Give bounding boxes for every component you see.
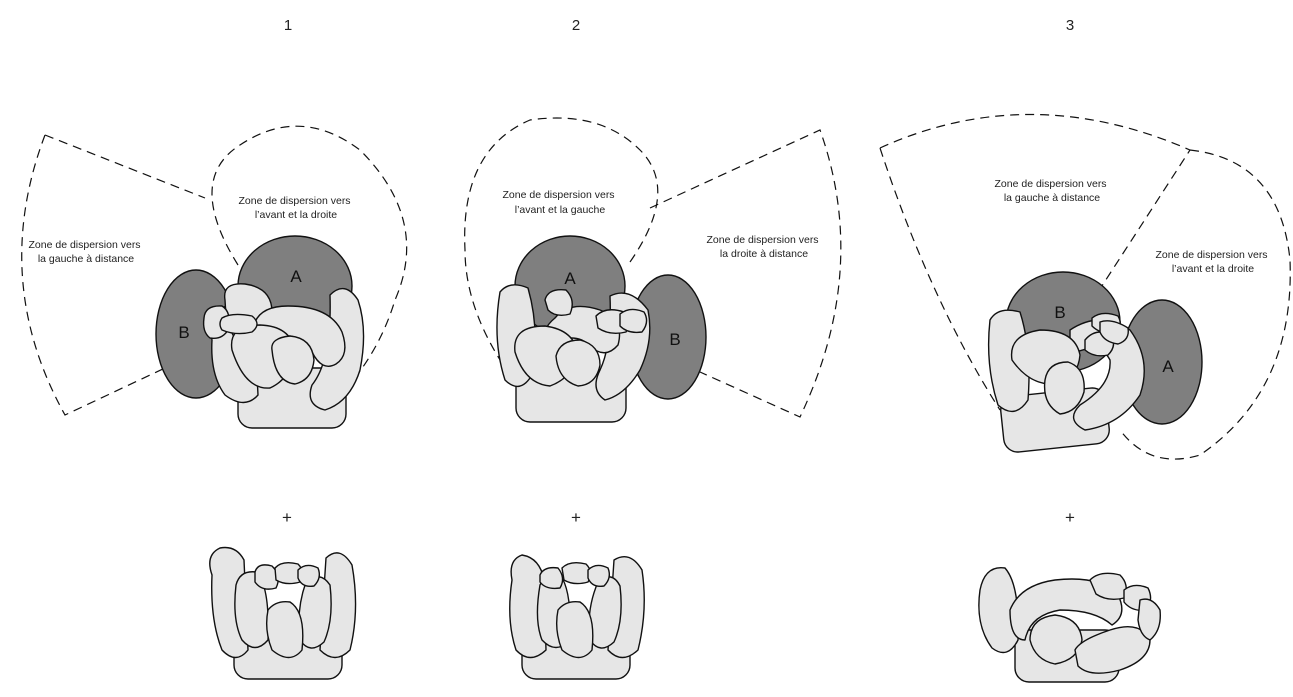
- panel-3-lower-hand-icon: [979, 568, 1160, 682]
- panel-3-blob-b-label: B: [1054, 303, 1065, 322]
- panel-3-number: 3: [1066, 17, 1074, 34]
- panel-2-blob-a-label: A: [564, 269, 576, 288]
- panel-3-blob-a-label: A: [1162, 357, 1174, 376]
- panel-3: 3 B A Zone de dispersion vers la gauche …: [880, 17, 1290, 682]
- panel-1-hand-icon: [204, 284, 364, 428]
- panel-2-side-zone-label: Zone de dispersion vers la droite à dist…: [707, 234, 822, 260]
- panel-1-side-zone-label: Zone de dispersion vers la gauche à dist…: [29, 239, 144, 265]
- panel-3-side-zone-label: Zone de dispersion vers la gauche à dist…: [995, 178, 1110, 204]
- panel-1-blob-a-label: A: [290, 267, 302, 286]
- panel-2-number: 2: [572, 17, 580, 34]
- panel-1-blob-b-label: B: [178, 323, 189, 342]
- panel-1-number: 1: [284, 17, 292, 34]
- panel-3-front-zone-label: Zone de dispersion vers l’avant et la dr…: [1156, 249, 1271, 275]
- panel-2-blob-b-label: B: [669, 330, 680, 349]
- panel-2-lower-hand-icon: [510, 555, 645, 679]
- panel-1: 1 A B Zone de dispersion vers l’avant et…: [22, 17, 407, 679]
- panel-3-plus: +: [1065, 508, 1075, 527]
- panel-1-front-zone-label: Zone de dispersion vers l’avant et la dr…: [239, 195, 354, 221]
- panel-2-plus: +: [571, 508, 581, 527]
- panel-2: 2 A B Zone de dispersion vers l’avant et…: [465, 17, 841, 679]
- panel-2-front-zone-label: Zone de dispersion vers l’avant et la ga…: [503, 189, 618, 216]
- panel-1-plus: +: [282, 508, 292, 527]
- panel-1-lower-hand-icon: [210, 548, 356, 680]
